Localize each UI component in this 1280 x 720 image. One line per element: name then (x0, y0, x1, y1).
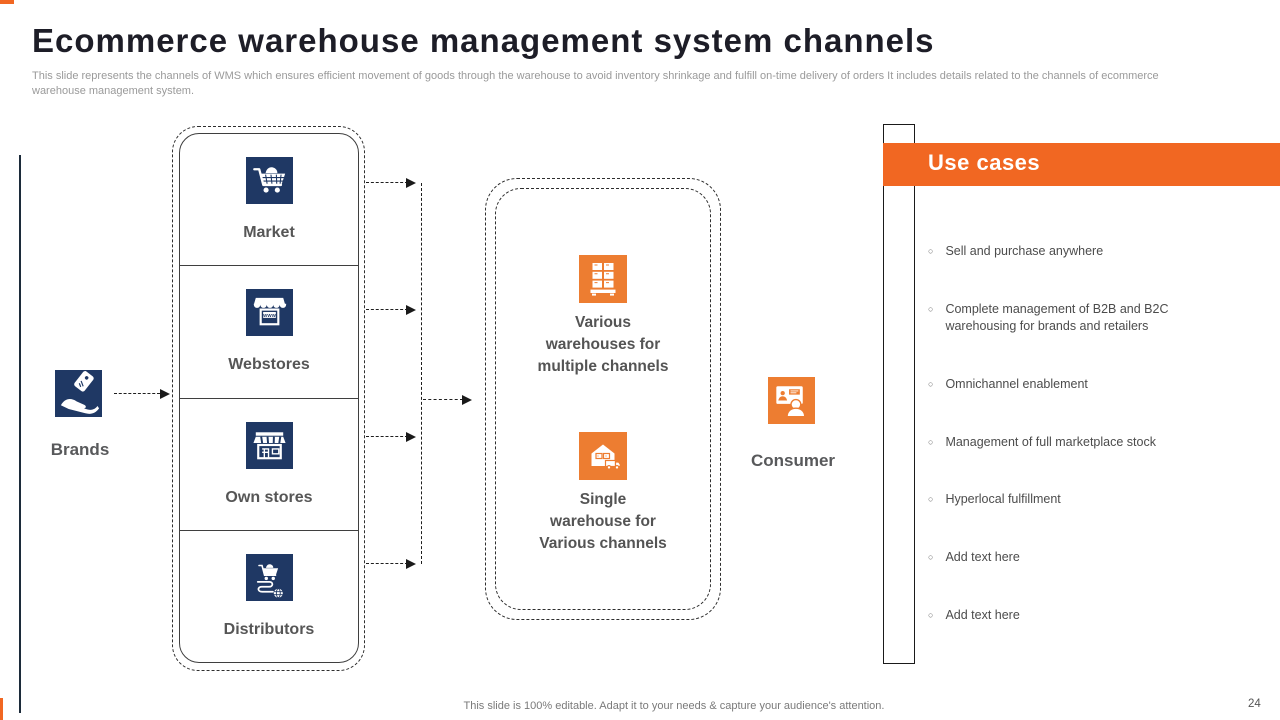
dashed-connector (114, 393, 160, 394)
use-case-text: Complete management of B2B and B2C wareh… (945, 301, 1169, 333)
warehouses-outer-frame (485, 178, 721, 620)
distributors-icon-box (245, 553, 293, 601)
consumer-screen-icon (776, 386, 806, 418)
dashed-connector (366, 563, 408, 564)
circle-bullet-icon: ○ (928, 378, 934, 389)
orange-corner-accent-bottom (0, 698, 3, 720)
use-case-text: Omnichannel enablement (945, 376, 1088, 391)
arrow-head-icon (406, 559, 416, 569)
circle-bullet-icon: ○ (928, 552, 934, 563)
use-case-item: ○ Omnichannel enablement (928, 376, 1228, 393)
own-stores-icon-box (245, 421, 293, 469)
various-warehouses-label: Various warehouses for multiple channels (537, 314, 669, 375)
page-number: 24 (1248, 698, 1261, 710)
arrow-head-icon (406, 432, 416, 442)
channel-webstores: WWW Webstores (180, 265, 358, 397)
use-cases-list: ○ Sell and purchase anywhere ○ Complete … (928, 243, 1228, 624)
warehouse-shelf-icon (590, 263, 616, 296)
warehouses-container (495, 188, 711, 610)
circle-bullet-icon: ○ (928, 303, 934, 314)
single-warehouse-icon-box (579, 432, 627, 480)
use-case-item: ○ Management of full marketplace stock (928, 434, 1228, 451)
dashed-connector (366, 182, 408, 183)
use-case-text: Add text here (945, 608, 1020, 623)
hand-holding-tag-icon (60, 371, 100, 414)
page-title: Ecommerce warehouse management system ch… (32, 22, 935, 59)
brands-label: Brands (50, 440, 110, 459)
channel-label: Distributors (223, 620, 315, 638)
use-case-item: ○ Complete management of B2B and B2C war… (928, 301, 1228, 335)
circle-bullet-icon: ○ (928, 610, 934, 621)
svg-text:WWW: WWW (263, 313, 276, 318)
use-case-item: ○ Add text here (928, 607, 1228, 624)
shopping-cart-icon (252, 167, 285, 193)
storefront-icon (252, 431, 286, 459)
use-cases-side-rect (883, 124, 915, 664)
use-cases-title: Use cases (928, 150, 1041, 175)
channel-label: Webstores (228, 356, 310, 374)
webstores-icon-box: WWW (245, 289, 293, 337)
circle-bullet-icon: ○ (928, 246, 934, 256)
channels-container: Market WWW Webstores (179, 133, 359, 663)
brands-icon-box (55, 370, 102, 417)
use-case-text: Add text here (945, 550, 1020, 565)
arrow-head-icon (462, 395, 472, 405)
circle-bullet-icon: ○ (928, 436, 934, 447)
channel-label: Market (243, 224, 295, 242)
dashed-connector (421, 183, 422, 564)
left-vertical-rule (19, 155, 21, 713)
channel-label: Own stores (225, 488, 313, 506)
arrow-head-icon (406, 305, 416, 315)
channel-distributors: Distributors (180, 529, 358, 662)
warehouse-truck-icon (591, 444, 621, 470)
use-case-text: Sell and purchase anywhere (945, 244, 1104, 258)
use-cases-header-bar: Use cases (883, 143, 1280, 186)
channel-market: Market (180, 134, 358, 265)
use-case-text: Hyperlocal fulfillment (945, 492, 1061, 507)
webstore-awning-icon: WWW (253, 298, 286, 326)
consumer-label: Consumer (750, 451, 836, 470)
use-case-item: ○ Hyperlocal fulfillment (928, 491, 1228, 508)
dashed-connector (366, 436, 408, 437)
various-warehouses-icon-box (579, 255, 627, 303)
market-icon-box (245, 157, 293, 205)
consumer-icon-box (768, 377, 815, 424)
footer-note: This slide is 100% editable. Adapt it to… (463, 700, 885, 712)
circle-bullet-icon: ○ (928, 494, 934, 505)
use-case-item: ○ Add text here (928, 549, 1228, 566)
use-case-text: Management of full marketplace stock (945, 434, 1156, 449)
arrow-head-icon (160, 389, 170, 399)
channel-own-stores: Own stores (180, 397, 358, 530)
arrow-head-icon (406, 178, 416, 188)
use-case-item: ○ Sell and purchase anywhere (928, 243, 1228, 260)
orange-corner-accent-top (0, 0, 14, 4)
slide-description: This slide represents the channels of WM… (32, 70, 1159, 97)
channels-outer-frame (172, 126, 365, 671)
single-warehouse-label: Single warehouse for Various channels (539, 491, 667, 552)
cart-globe-icon (256, 564, 283, 598)
dashed-connector (423, 399, 463, 400)
dashed-connector (366, 309, 408, 310)
